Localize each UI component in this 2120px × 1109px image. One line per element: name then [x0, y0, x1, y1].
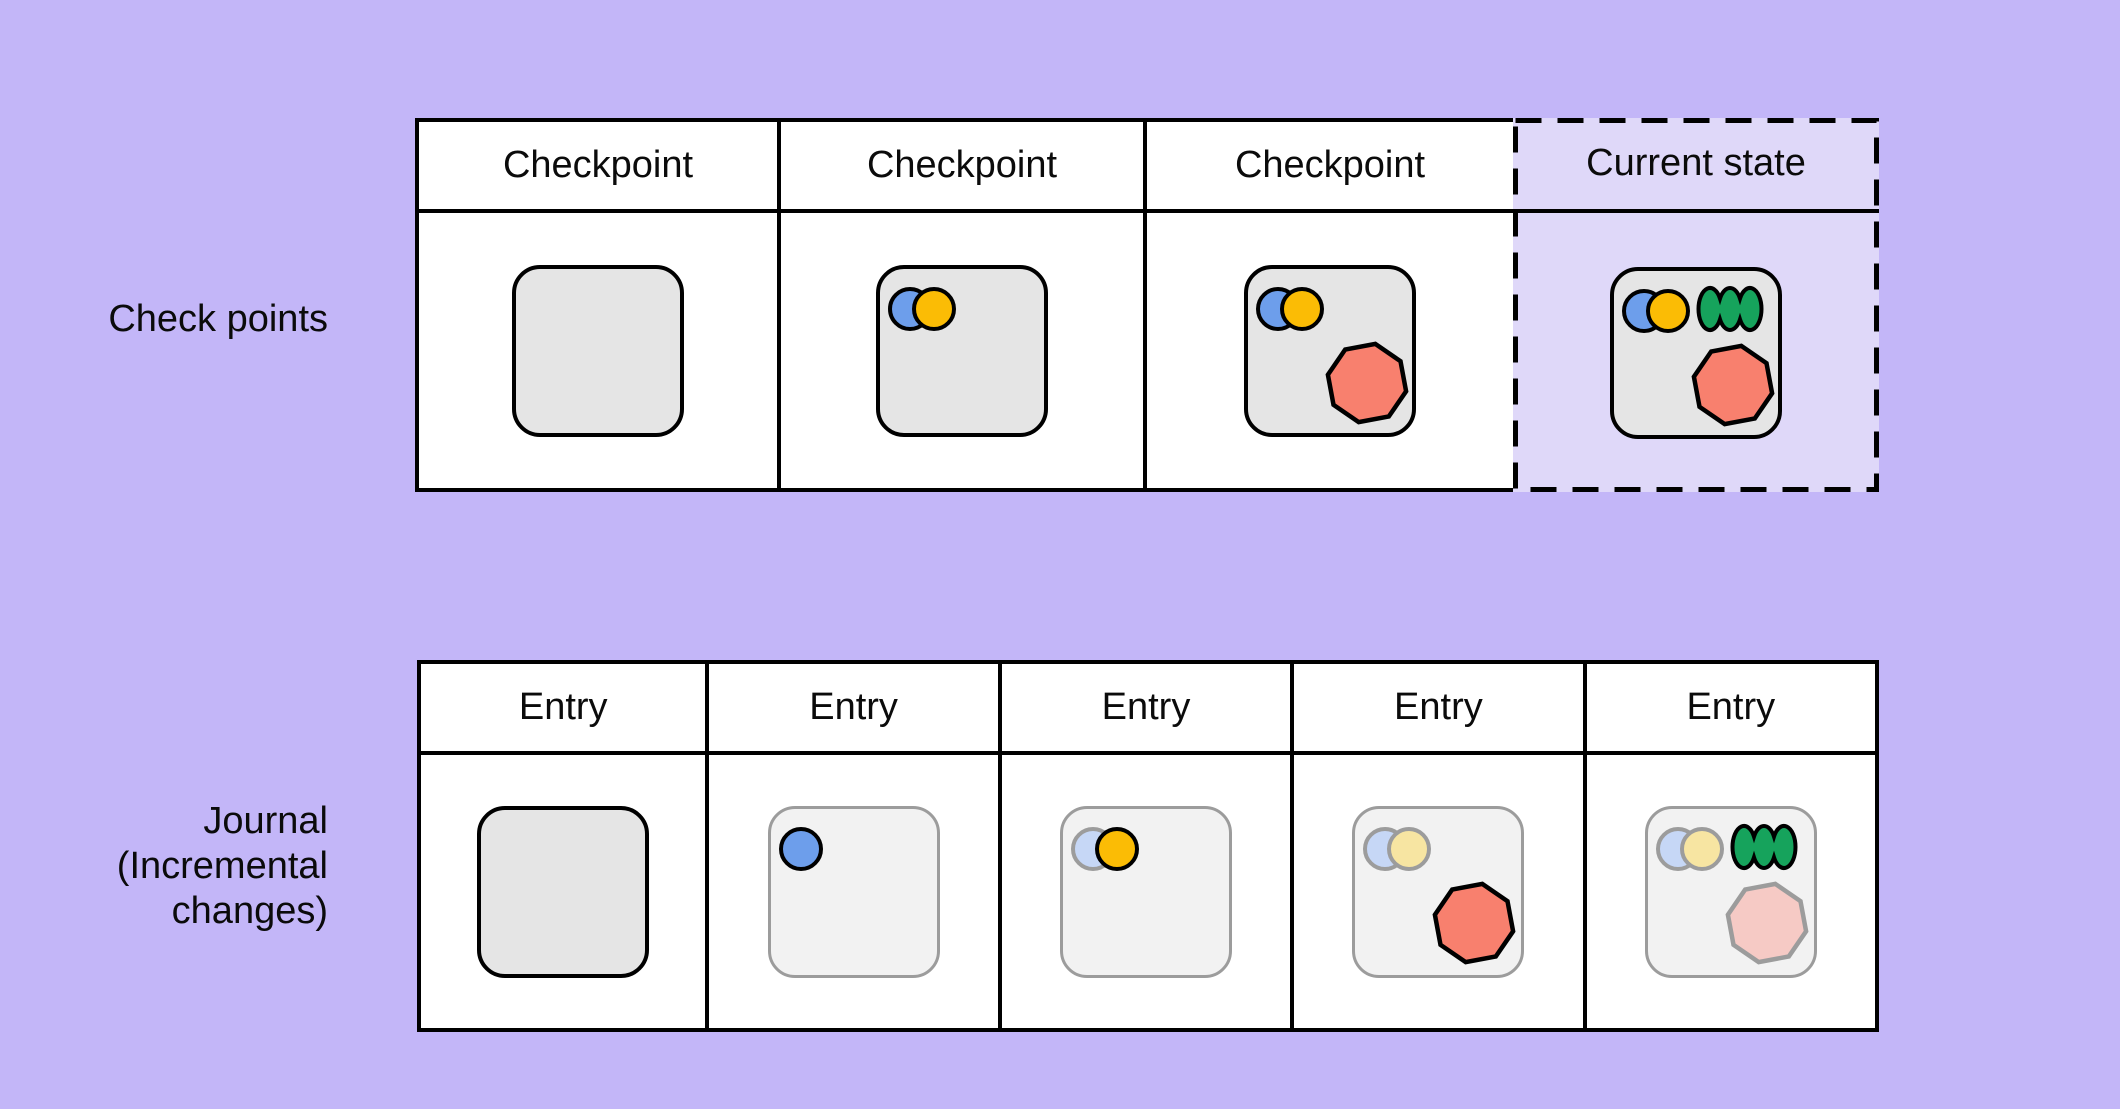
entry-cell-4	[1294, 755, 1587, 1032]
entry-card	[767, 805, 940, 978]
journal-table: Entry Entry Entry Entry Entry	[417, 660, 1879, 1032]
entry-header-1: Entry	[417, 660, 710, 755]
entry-card-base	[477, 805, 650, 978]
red-octagon-shape	[1432, 881, 1516, 964]
entry-cell-2	[709, 755, 1002, 1032]
entry-cell-1	[417, 755, 710, 1032]
entry-header-4: Entry	[1294, 660, 1587, 755]
current-state-card	[1610, 266, 1782, 439]
entry-cell-3	[1001, 755, 1295, 1032]
checkpoints-table: Checkpoint Checkpoint Checkpoint Current…	[415, 118, 1879, 492]
entry-header-3: Entry	[1001, 660, 1295, 755]
yellow-circle-shape	[1280, 286, 1324, 331]
checkpoint-header-3: Checkpoint	[1147, 118, 1513, 213]
faded-yellow-circle-shape	[1679, 826, 1724, 871]
checkpoint-card-empty	[512, 264, 684, 437]
entry-card	[1059, 805, 1232, 978]
entry-card	[1352, 805, 1525, 978]
faded-yellow-circle-shape	[1387, 826, 1432, 871]
checkpoint-cell-3	[1147, 213, 1513, 492]
green-blob-shape	[1730, 823, 1798, 870]
red-octagon-shape	[1691, 343, 1775, 426]
yellow-circle-shape	[912, 286, 956, 331]
yellow-circle-shape	[1646, 288, 1690, 333]
checkpoints-row-label: Check points	[108, 298, 328, 340]
checkpoint-cell-2	[781, 213, 1147, 492]
journal-row-label-line2: (Incremental	[116, 845, 328, 887]
checkpoint-card	[1244, 264, 1416, 437]
checkpoint-card	[876, 264, 1048, 437]
green-blob-shape	[1696, 285, 1764, 332]
red-octagon-shape	[1325, 341, 1409, 424]
entry-cell-5	[1586, 755, 1879, 1032]
blue-circle-shape	[778, 826, 823, 871]
yellow-circle-shape	[1094, 826, 1139, 871]
journal-row-label: Journal (Incremental changes)	[117, 799, 328, 934]
entry-header-5: Entry	[1586, 660, 1879, 755]
entry-card	[1644, 805, 1817, 978]
journal-row-label-line1: Journal	[203, 800, 328, 842]
current-state-header: Current state	[1513, 118, 1879, 213]
checkpoint-header-2: Checkpoint	[781, 118, 1147, 213]
faded-red-octagon-shape	[1725, 881, 1809, 964]
current-state-cell	[1513, 213, 1879, 492]
entry-header-2: Entry	[709, 660, 1002, 755]
journal-row-label-line3: changes)	[171, 890, 328, 932]
checkpoint-header-1: Checkpoint	[415, 118, 781, 213]
checkpoint-cell-1	[415, 213, 781, 492]
